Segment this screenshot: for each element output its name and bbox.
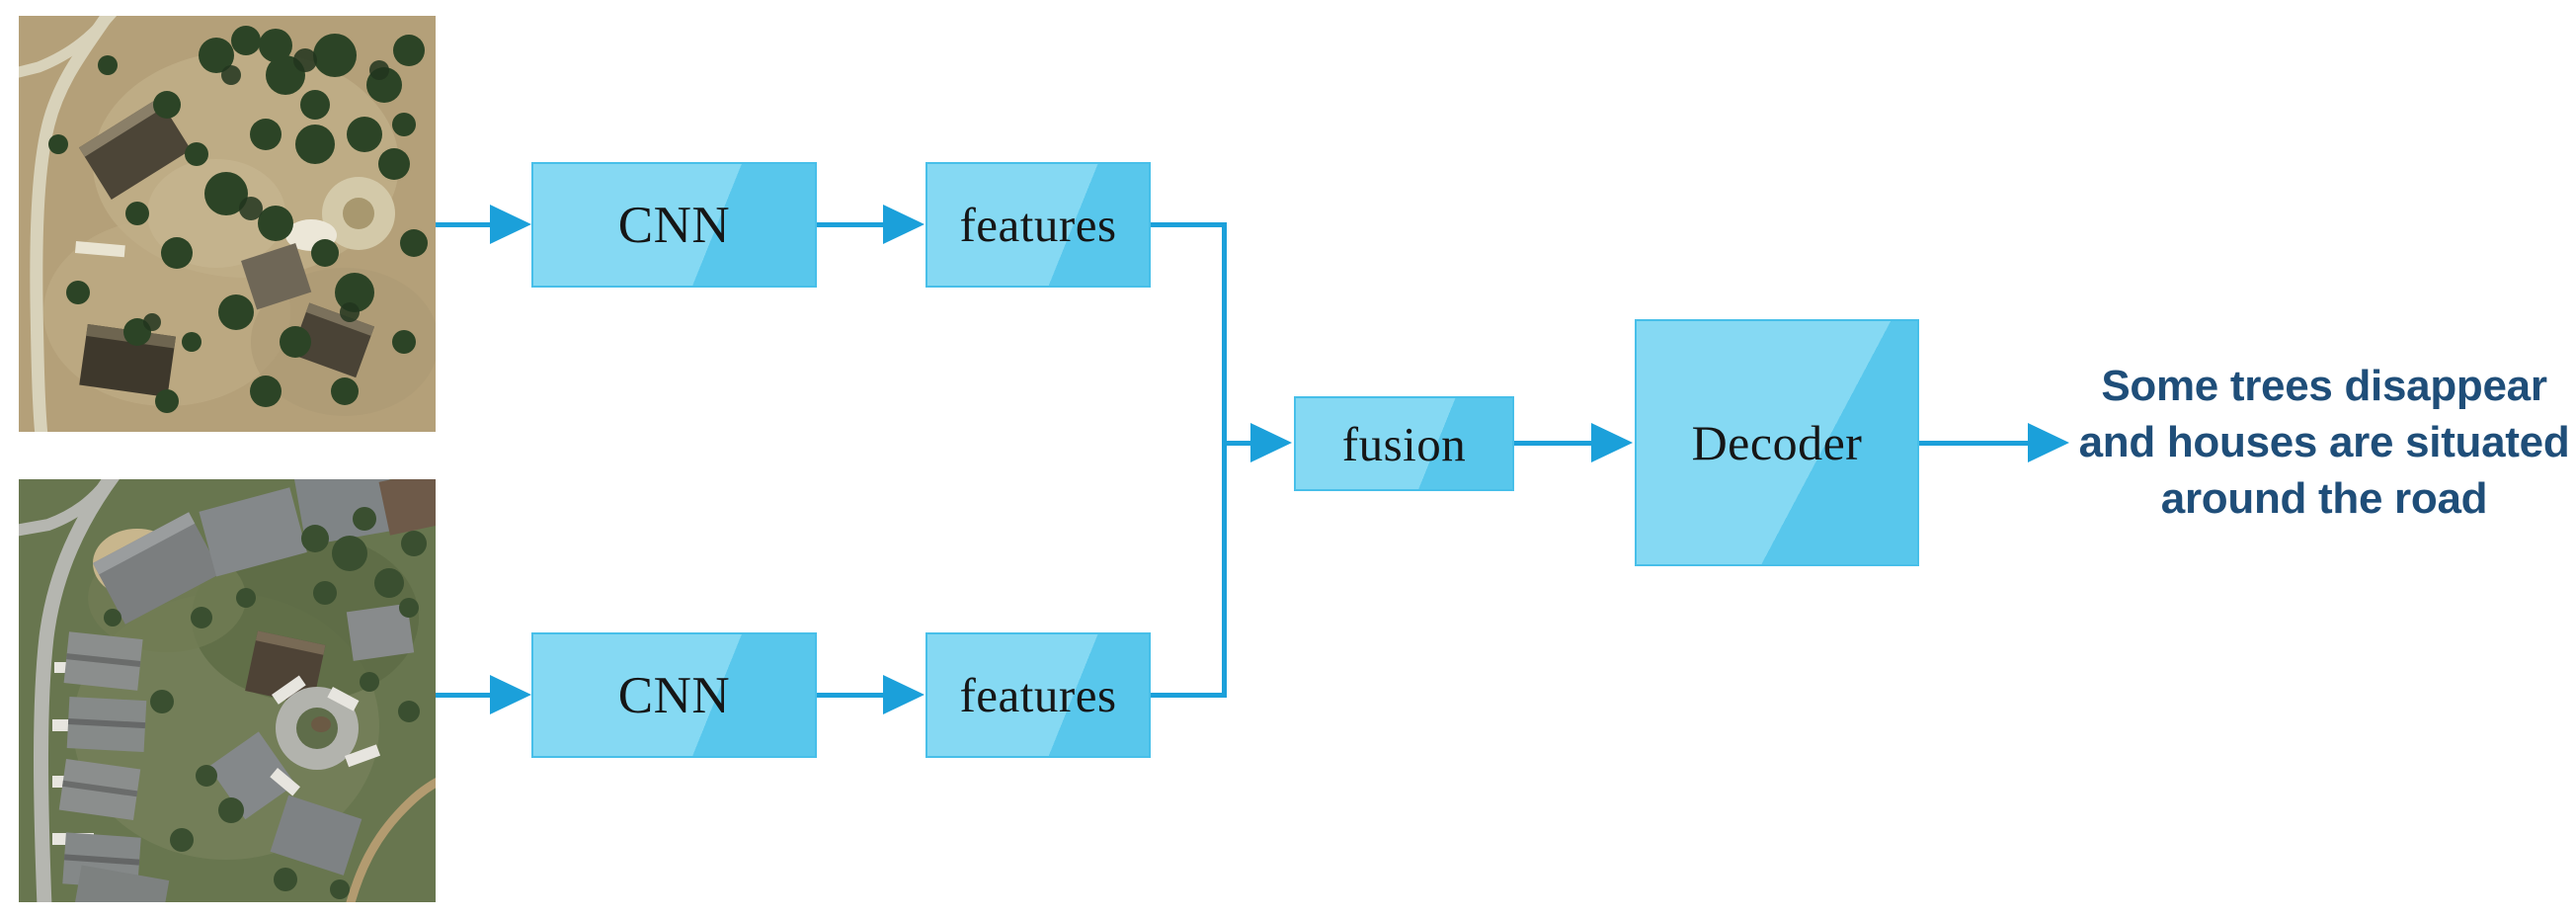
features-box-bottom-label: features <box>959 668 1117 722</box>
arrow-line-image-to-cnn-bottom <box>436 693 492 698</box>
output-caption-line-1: Some trees disappear <box>2101 362 2547 410</box>
arrow-line-image-to-cnn-top <box>436 222 492 227</box>
features-box-top-label: features <box>959 198 1117 252</box>
arrowhead-icon-cnn-to-features-top <box>883 205 925 244</box>
arrowhead-icon-image-to-cnn-bottom <box>490 675 531 714</box>
arrow-line-cnn-to-features-top <box>817 222 885 227</box>
arrowhead-icon-decoder-to-caption <box>2028 423 2069 462</box>
arrow-line-fusion-to-decoder <box>1514 441 1593 446</box>
decoder-box-label: Decoder <box>1691 415 1863 470</box>
fusion-box-label: fusion <box>1341 416 1467 471</box>
connector-features-top-horizontal <box>1151 222 1226 227</box>
arrowhead-icon-merge-to-fusion <box>1250 423 1292 462</box>
arrowhead-icon-fusion-to-decoder <box>1591 423 1633 462</box>
features-box-top: features <box>926 162 1151 288</box>
fusion-box: fusion <box>1294 396 1514 491</box>
decoder-box: Decoder <box>1635 319 1919 566</box>
features-box-bottom: features <box>926 632 1151 758</box>
arrow-line-merge-to-fusion <box>1227 441 1252 446</box>
connector-vertical-merge <box>1222 222 1227 698</box>
output-caption: Some trees disappear and houses are situ… <box>2074 358 2574 527</box>
cnn-box-bottom: CNN <box>531 632 817 758</box>
cnn-box-top: CNN <box>531 162 817 288</box>
arrowhead-icon-cnn-to-features-bottom <box>883 675 925 714</box>
connector-features-bottom-horizontal <box>1151 693 1226 698</box>
cnn-box-bottom-label: CNN <box>617 666 731 724</box>
aerial-image-after <box>19 479 436 902</box>
arrow-line-cnn-to-features-bottom <box>817 693 885 698</box>
cnn-box-top-label: CNN <box>617 196 731 254</box>
arrow-line-decoder-to-caption <box>1919 441 2028 446</box>
arrowhead-icon-image-to-cnn-top <box>490 205 531 244</box>
output-caption-line-2: and houses are situated <box>2078 418 2570 466</box>
aerial-image-before <box>19 16 436 432</box>
output-caption-line-3: around the road <box>2160 474 2488 523</box>
